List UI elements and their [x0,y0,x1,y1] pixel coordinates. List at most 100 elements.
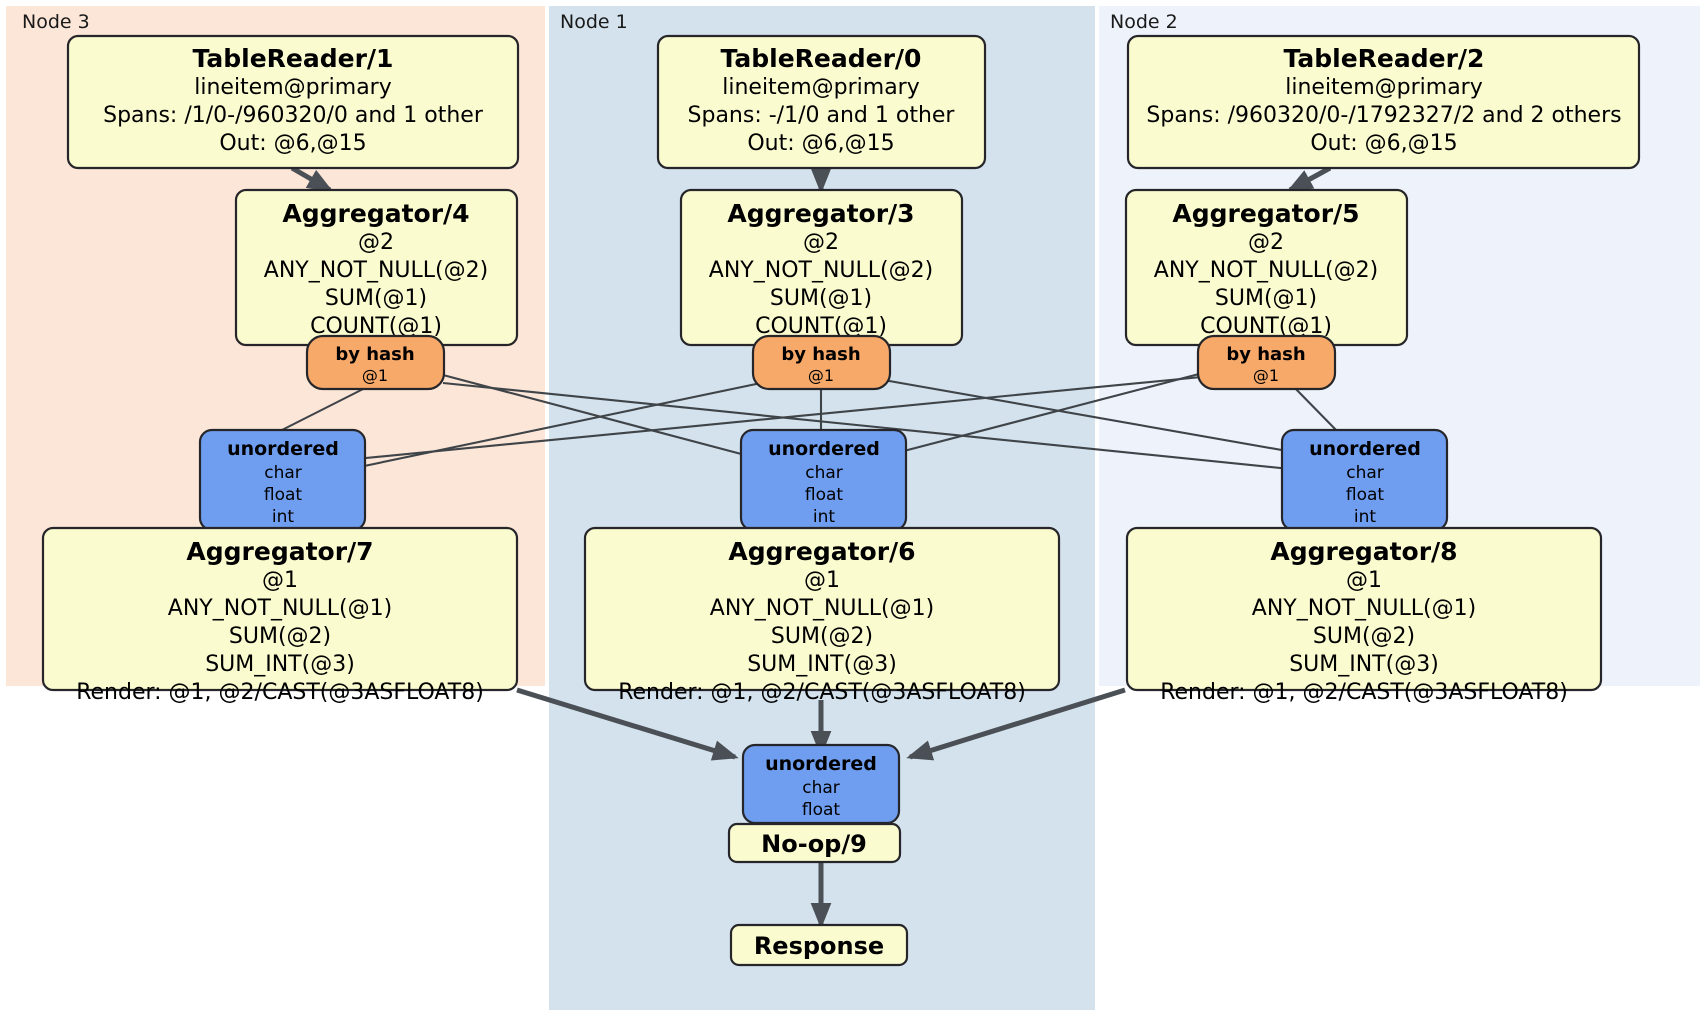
tablereader2-box[interactable] [1126,34,1641,170]
aggregator4-agg-0: ANY_NOT_NULL(@2) [264,258,488,283]
response-title: Response [754,932,884,960]
router-hash-node1[interactable]: by hash @1 [751,334,892,391]
hash-router-node3-title: by hash [335,344,414,365]
edge-hash5-to-sync8 [1289,382,1339,433]
aggregator8-group: @1 [1346,568,1382,593]
node1-panel-label: Node 1 [560,11,628,33]
tablereader0-table: lineitem@primary [722,75,920,100]
tablereader2-spans: Spans: /960320/0-/1792327/2 and 2 others [1146,103,1621,128]
processor-aggregator8[interactable]: Aggregator/8 @1 ANY_NOT_NULL(@1) SUM(@2)… [1125,526,1603,692]
tablereader0-out: Out: @6,@15 [747,131,894,156]
edge-hash5-to-sync6 [899,366,1223,454]
sync-node3-type-1: float [264,485,303,505]
sync-node3-type-2: int [272,507,294,527]
aggregator6-agg-1: SUM(@2) [771,624,873,649]
aggregator7-title: Aggregator/7 [186,537,373,566]
node3-panel-label: Node 3 [22,11,90,33]
sync-node3-type-0: char [264,463,302,483]
sync-node3-title: unordered [227,438,339,460]
tablereader1-box[interactable] [66,34,520,170]
tablereader0-box[interactable] [656,34,987,170]
edge-hash4-to-sync7 [277,382,376,433]
hash-router-node1-title: by hash [781,344,860,365]
tablereader1-spans: Spans: /1/0-/960320/0 and 1 other [103,103,484,128]
processor-aggregator4[interactable]: Aggregator/4 @2 ANY_NOT_NULL(@2) SUM(@1)… [234,188,519,347]
synchronizer-unordered-node3[interactable]: unordered char float int [198,428,367,532]
hash-router-node2-box[interactable] [1196,334,1337,391]
aggregator3-agg-1: SUM(@1) [770,286,872,311]
edge-aggregator8-to-merge [906,687,1126,761]
node2-panel-label: Node 2 [1110,11,1178,33]
processor-aggregator7[interactable]: Aggregator/7 @1 ANY_NOT_NULL(@1) SUM(@2)… [41,526,519,692]
hash-router-node2-column: @1 [1253,366,1279,385]
sync-node1-type-2: int [813,507,835,527]
hash-router-node3-box[interactable] [305,334,446,391]
aggregator4-agg-1: SUM(@1) [325,286,427,311]
aggregator3-agg-0: ANY_NOT_NULL(@2) [709,258,933,283]
aggregator8-box[interactable] [1125,526,1603,692]
edge-tablereader2-to-aggregator5 [1286,165,1332,193]
aggregator7-agg-1: SUM(@2) [229,624,331,649]
aggregator6-render: Render: @1, @2/CAST(@3ASFLOAT8) [618,680,1026,705]
sync-node1-type-1: float [805,485,844,505]
synchronizer-unordered-node2[interactable]: unordered char float int [1280,428,1449,532]
processor-aggregator5[interactable]: Aggregator/5 @2 ANY_NOT_NULL(@2) SUM(@1)… [1124,188,1409,347]
response-node[interactable]: Response [729,923,909,967]
hash-router-node3-column: @1 [362,366,388,385]
aggregator7-agg-0: ANY_NOT_NULL(@1) [168,596,392,621]
aggregator5-agg-0: ANY_NOT_NULL(@2) [1154,258,1378,283]
noop-title: No-op/9 [761,830,867,858]
aggregator5-group: @2 [1248,230,1284,255]
edge-hash5-to-sync7 [344,373,1223,462]
processor-tablereader0[interactable]: TableReader/0 lineitem@primary Spans: -/… [656,34,987,170]
hash-router-node1-box[interactable] [751,334,892,391]
aggregator6-group: @1 [804,568,840,593]
edge-hash3-to-sync7 [344,376,786,472]
noop-box[interactable] [727,822,902,864]
aggregator4-title: Aggregator/4 [282,199,469,228]
tablereader2-title: TableReader/2 [1284,44,1485,73]
aggregator7-box[interactable] [41,526,519,692]
edge-tablereader1-to-aggregator4 [290,165,334,193]
processor-tablereader1[interactable]: TableReader/1 lineitem@primary Spans: /1… [66,34,520,170]
processor-noop[interactable]: No-op/9 [727,822,902,864]
sync-node2-type-1: float [1346,485,1385,505]
sync-final-type-0: char [802,778,840,798]
tablereader2-out: Out: @6,@15 [1310,131,1457,156]
aggregator7-agg-2: SUM_INT(@3) [205,652,355,677]
synchronizer-unordered-node1[interactable]: unordered char float int [739,428,908,532]
hash-router-node1-column: @1 [808,366,834,385]
aggregator7-render: Render: @1, @2/CAST(@3ASFLOAT8) [76,680,484,705]
sync-node2-title: unordered [1309,438,1421,460]
response-box[interactable] [729,923,909,967]
aggregator5-agg-1: SUM(@1) [1215,286,1317,311]
sync-node2-type-0: char [1346,463,1384,483]
aggregator8-agg-1: SUM(@2) [1313,624,1415,649]
sync-node2-type-2: int [1354,507,1376,527]
synchronizer-unordered-final[interactable]: unordered char float [741,743,901,825]
sync-final-title: unordered [765,753,877,775]
sync-final-type-1: float [802,800,841,820]
processor-aggregator6[interactable]: Aggregator/6 @1 ANY_NOT_NULL(@1) SUM(@2)… [583,526,1061,692]
processor-tablereader2[interactable]: TableReader/2 lineitem@primary Spans: /9… [1126,34,1641,170]
sync-node1-title: unordered [768,438,880,460]
aggregator3-group: @2 [803,230,839,255]
aggregator8-agg-2: SUM_INT(@3) [1289,652,1439,677]
edge-hash4-to-sync8 [442,381,1301,472]
aggregator7-group: @1 [262,568,298,593]
tablereader1-out: Out: @6,@15 [219,131,366,156]
aggregator6-title: Aggregator/6 [728,537,915,566]
hash-router-node2-title: by hash [1226,344,1305,365]
tablereader1-title: TableReader/1 [193,44,394,73]
router-hash-node2[interactable]: by hash @1 [1196,334,1337,391]
aggregator6-box[interactable] [583,526,1061,692]
aggregator4-group: @2 [358,230,394,255]
aggregator3-agg-2: COUNT(@1) [755,314,887,339]
edge-aggregator7-to-merge [516,687,739,761]
aggregator5-title: Aggregator/5 [1172,199,1359,228]
tablereader0-spans: Spans: -/1/0 and 1 other [688,103,956,128]
processor-aggregator3[interactable]: Aggregator/3 @2 ANY_NOT_NULL(@2) SUM(@1)… [679,188,964,347]
router-hash-node3[interactable]: by hash @1 [305,334,446,391]
